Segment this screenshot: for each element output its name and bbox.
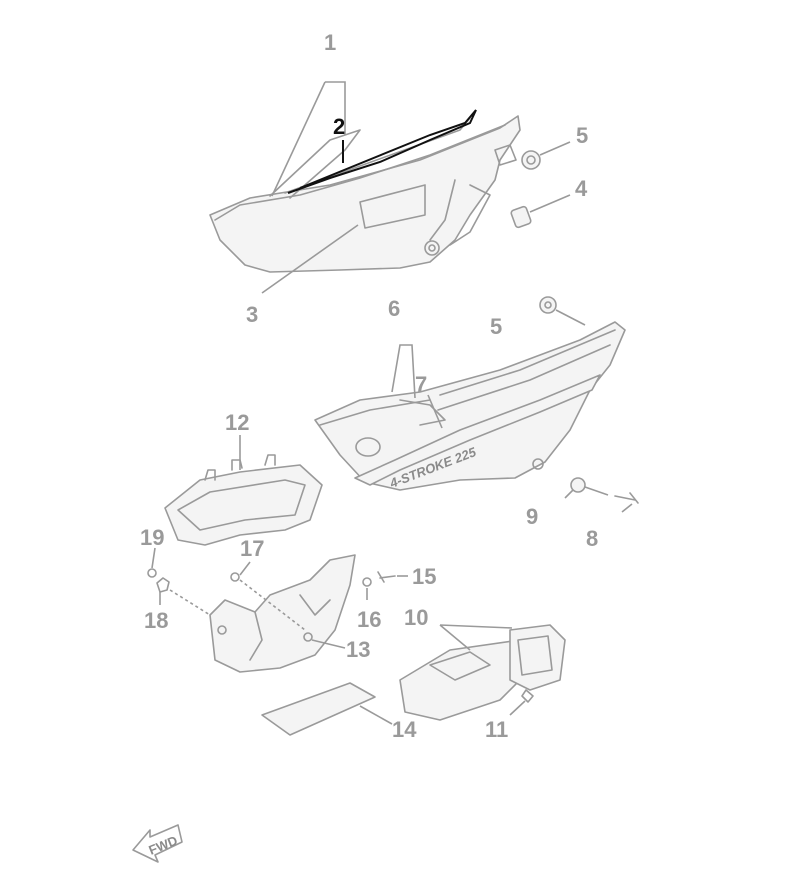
callout-17: 17 (240, 536, 264, 561)
callout-12: 12 (225, 410, 249, 435)
leader-13 (311, 639, 346, 649)
bolt-15 (377, 571, 396, 583)
nut-5-upper-hole (526, 155, 536, 165)
callout-14: 14 (392, 717, 417, 742)
callout-15: 15 (412, 564, 436, 589)
nut-5-lower-hole (544, 301, 552, 309)
leader-5-upper (539, 141, 571, 156)
leader-8 (621, 503, 633, 513)
nut-5-upper (521, 150, 541, 170)
callout-9: 9 (526, 504, 538, 529)
decal-1 (269, 129, 361, 199)
callout-11: 11 (485, 717, 508, 742)
tray-12 (164, 454, 323, 546)
callout-10: 10 (404, 605, 428, 630)
nut-5-lower (539, 296, 557, 314)
leader-10 (439, 624, 513, 651)
callout-19: 19 (140, 525, 164, 550)
leader-4 (529, 194, 571, 213)
decal-2 (287, 109, 477, 194)
nut-17 (230, 572, 240, 582)
fwd-arrow-icon: FWD (132, 824, 183, 863)
callout-16: 16 (357, 607, 381, 632)
leader-19 (151, 547, 156, 569)
callout-7: 7 (415, 372, 427, 397)
leader-3 (261, 224, 359, 294)
upper-side-cover (209, 115, 521, 273)
box-10 (399, 624, 566, 721)
bolt-11 (521, 689, 534, 703)
washer-16 (362, 577, 372, 587)
callout-8: 8 (586, 526, 598, 551)
callout-18: 18 (144, 608, 168, 633)
callout-13: 13 (346, 637, 370, 662)
leader-14 (359, 705, 393, 725)
callout-3: 3 (246, 302, 258, 327)
callout-6: 6 (388, 296, 400, 321)
dashed-link (169, 579, 306, 631)
decal-1-outline (271, 81, 326, 197)
decal-6 (391, 344, 416, 399)
callout-5-lower: 5 (490, 314, 502, 339)
leader-9 (564, 489, 574, 499)
leader-17 (239, 561, 251, 576)
leader-9b (584, 486, 609, 496)
panel-14 (261, 682, 376, 736)
bolt-8 (614, 492, 639, 504)
grommet-4 (510, 205, 532, 229)
leader-7 (427, 394, 443, 429)
decal-1-leader-shape (325, 81, 346, 135)
callout-5-upper: 5 (576, 123, 588, 148)
nut-19 (147, 568, 157, 578)
callout-2: 2 (333, 114, 345, 139)
lower-side-cover: 4-STROKE 225 (314, 321, 626, 491)
leader-5-lower (555, 309, 586, 326)
callout-1: 1 (324, 30, 336, 55)
callout-4: 4 (575, 176, 588, 201)
leader-11 (509, 700, 526, 716)
cushion-18 (156, 577, 170, 593)
collar-9 (570, 477, 586, 493)
